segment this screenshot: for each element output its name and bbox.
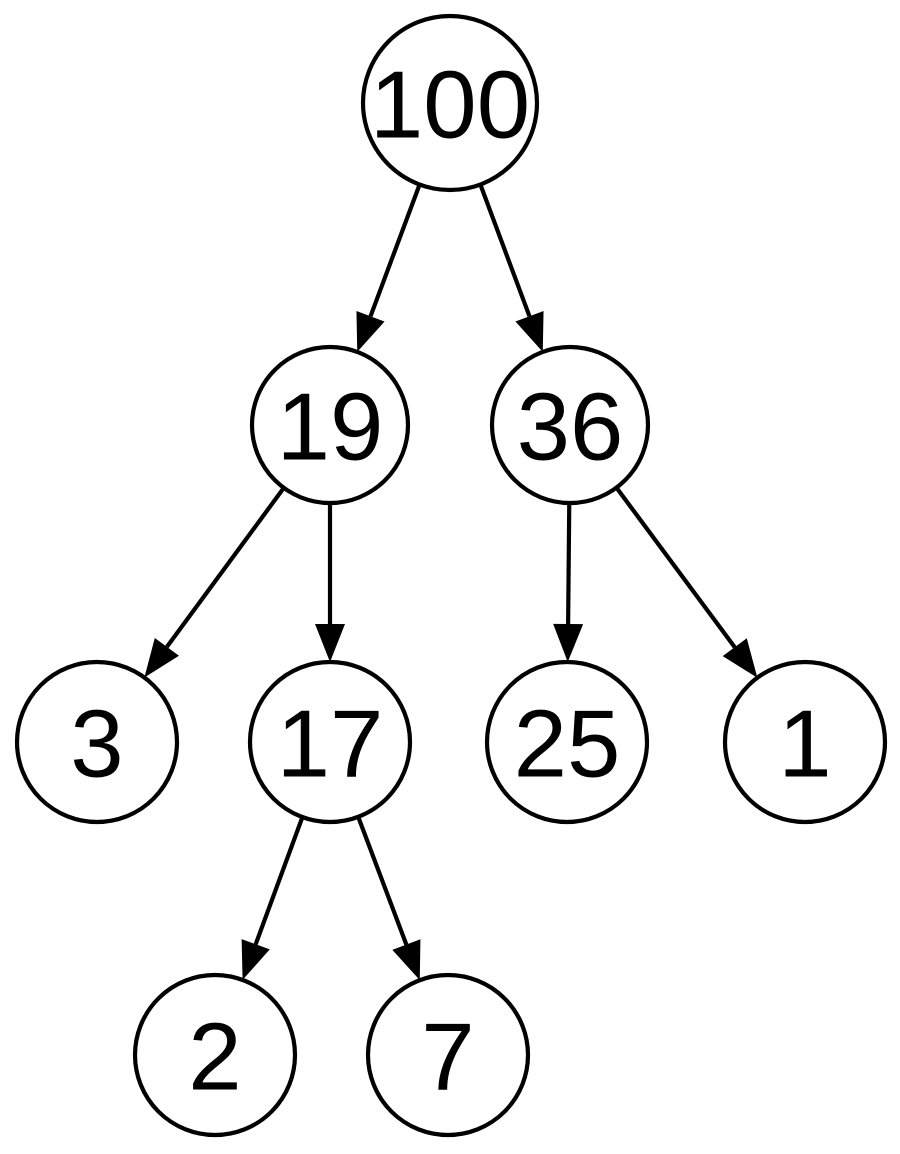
- arrowhead-icon: [144, 638, 179, 678]
- node-label: 1: [778, 691, 831, 798]
- arrowhead-icon: [241, 939, 270, 980]
- node-circle[interactable]: [484, 659, 650, 825]
- tree-node[interactable]: 7: [365, 972, 531, 1138]
- edge-line: [356, 816, 409, 946]
- arrowhead-icon: [392, 939, 421, 981]
- node-circle[interactable]: [247, 659, 413, 825]
- tree-node[interactable]: 1: [722, 659, 888, 825]
- tree-node[interactable]: 36: [489, 344, 651, 506]
- node-label: 17: [277, 691, 384, 798]
- edges-layer: [144, 183, 758, 981]
- tree-node[interactable]: 2: [132, 972, 298, 1138]
- arrowhead-icon: [722, 638, 758, 678]
- tree-edge: [241, 816, 305, 980]
- tree-edge: [553, 502, 584, 662]
- node-label: 25: [514, 691, 621, 798]
- tree-node[interactable]: 3: [14, 659, 180, 825]
- node-label: 2: [188, 1004, 241, 1111]
- tree-node[interactable]: 17: [247, 659, 413, 825]
- edge-line: [368, 183, 422, 318]
- node-label: 7: [421, 1004, 474, 1111]
- arrowhead-icon: [315, 624, 345, 662]
- node-label: 3: [70, 691, 123, 798]
- edge-line: [478, 183, 532, 318]
- tree-node[interactable]: 25: [484, 659, 650, 825]
- nodes-layer: 100 19 36 3 17 25 1 2 7: [14, 13, 888, 1138]
- tree-node[interactable]: 19: [249, 344, 411, 506]
- edge-line: [165, 486, 286, 649]
- edge-line: [253, 816, 305, 945]
- node-circle[interactable]: [489, 344, 651, 506]
- edge-line: [614, 486, 737, 649]
- tree-edge: [144, 486, 286, 678]
- arrowhead-icon: [356, 311, 385, 352]
- node-circle[interactable]: [365, 972, 531, 1138]
- tree-edge: [478, 183, 544, 352]
- arrowhead-icon: [515, 311, 544, 352]
- arrowhead-icon: [553, 623, 584, 662]
- node-label: 19: [277, 374, 384, 481]
- tree-edge: [356, 816, 421, 981]
- node-circle[interactable]: [360, 13, 540, 193]
- node-circle[interactable]: [249, 344, 411, 506]
- tree-edge: [614, 486, 758, 678]
- node-label: 100: [370, 52, 530, 159]
- tree-edge: [315, 503, 345, 662]
- node-label: 36: [517, 374, 624, 481]
- tree-node[interactable]: 100: [360, 13, 540, 193]
- tree-edge: [356, 183, 422, 352]
- node-circle[interactable]: [14, 659, 180, 825]
- node-circle[interactable]: [132, 972, 298, 1138]
- node-circle[interactable]: [722, 659, 888, 825]
- edge-line: [566, 502, 572, 625]
